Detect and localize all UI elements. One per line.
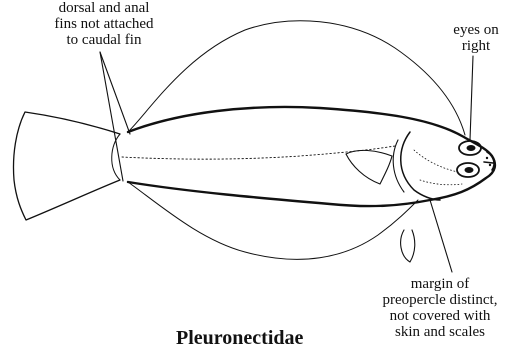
fins-annotation: dorsal and anal fins not attached to cau… <box>24 0 184 48</box>
eyes-annotation-line: right <box>436 38 516 54</box>
lower-eye-pupil <box>465 167 474 173</box>
preopercle-annotation-line: skin and scales <box>352 324 528 340</box>
preopercle-margin <box>401 132 440 200</box>
callout-line-preopercle <box>430 200 452 272</box>
pelvic-fin <box>401 230 415 262</box>
nostril-dot <box>489 164 491 166</box>
callout-line-eyes <box>470 56 473 140</box>
upper-eye-pupil <box>467 145 476 151</box>
preopercle-annotation-line: not covered with <box>352 308 528 324</box>
preopercle-annotation: margin of preopercle distinct, not cover… <box>352 276 528 340</box>
mouth <box>484 152 494 170</box>
fins-annotation-line: dorsal and anal <box>24 0 184 16</box>
eyes-annotation-line: eyes on <box>436 22 516 38</box>
nostril-dot <box>486 157 488 159</box>
family-name-caption: Pleuronectidae <box>176 326 303 350</box>
fins-annotation-line: fins not attached <box>24 16 184 32</box>
preopercle-annotation-line: preopercle distinct, <box>352 292 528 308</box>
fins-annotation-line: to caudal fin <box>24 32 184 48</box>
eyes-annotation: eyes on right <box>436 22 516 54</box>
head-shading <box>414 150 462 185</box>
body-outline <box>128 107 495 206</box>
pectoral-fin <box>346 150 392 184</box>
anal-fin <box>128 182 418 259</box>
lateral-line <box>122 146 395 159</box>
preopercle-annotation-line: margin of <box>352 276 528 292</box>
callout-line-dorsal <box>100 52 130 134</box>
caudal-fin <box>13 112 120 220</box>
